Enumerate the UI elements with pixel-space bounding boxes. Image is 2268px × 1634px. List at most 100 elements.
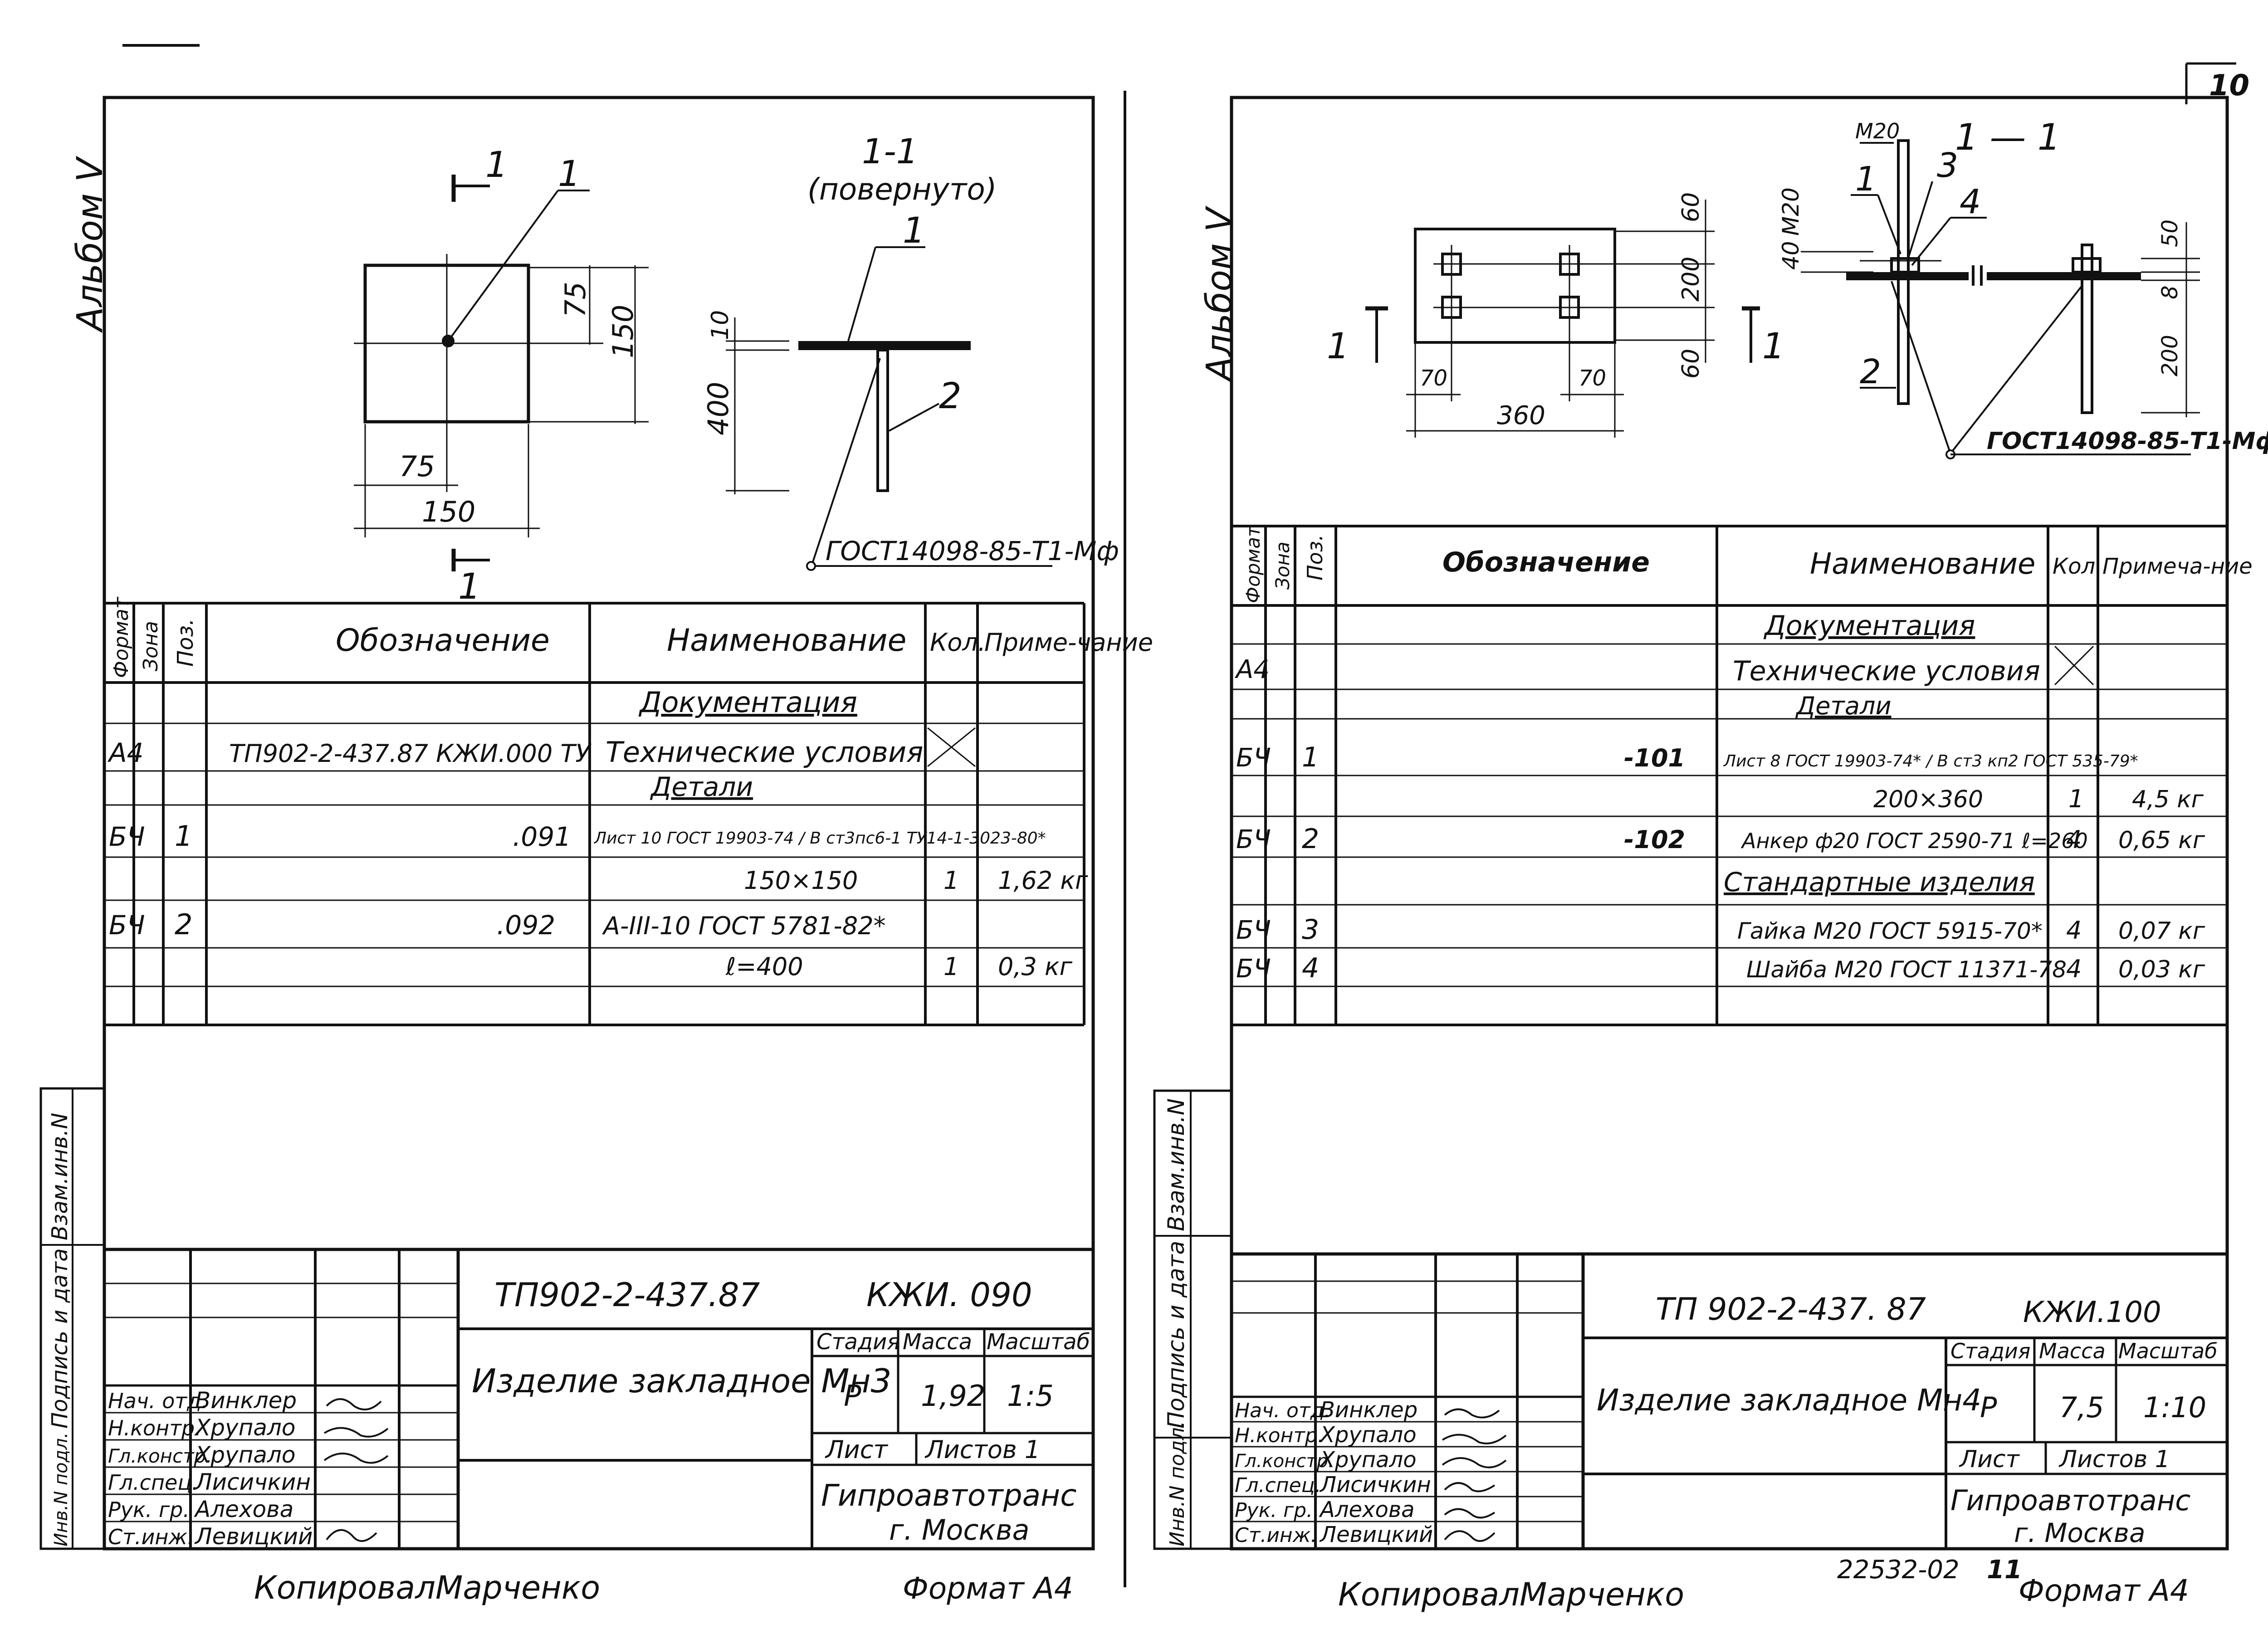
tb-city: г. Москва [889, 1513, 1030, 1546]
tb-doc: КЖИ.100 [2023, 1296, 2161, 1329]
tb-stage: Р [844, 1380, 861, 1413]
tb-org: Гипроавтотранс [821, 1478, 1076, 1513]
tb-mass: 1,92 [921, 1380, 986, 1413]
tb-stage-hdr: Стадия [1950, 1339, 2030, 1363]
tb-code: ТП 902-2-437. 87 [1656, 1292, 1926, 1327]
tb-doc: КЖИ. 090 [866, 1276, 1032, 1314]
row3-designation: .091 [513, 821, 571, 852]
row1-format: А4 [1235, 655, 1270, 684]
dim-bot: 60 [1677, 349, 1705, 379]
row2-name: Детали [650, 771, 753, 802]
tb-mass-hdr: Масса [903, 1329, 972, 1355]
signature [323, 1427, 389, 1438]
hdr-note: Примеча-ние [2102, 554, 2253, 579]
hdr-pos: Поз. [1303, 534, 1327, 580]
staff-role-1: Н.контр. [108, 1416, 201, 1440]
section-mark-top: 1 [485, 145, 508, 185]
bottom-num: 11 [1987, 1555, 2022, 1585]
signature [323, 1453, 389, 1464]
staff-role-2: Гл.констр. [1235, 1451, 1334, 1472]
row5-format: БЧ [109, 910, 145, 941]
signature [1444, 1508, 1496, 1519]
m20-top: М20 [1855, 119, 1900, 143]
staff-role-0: Нач. отд. [1235, 1399, 1330, 1422]
signature [1444, 1482, 1496, 1493]
row3-format: БЧ [1236, 743, 1271, 773]
nut-section [1890, 257, 1920, 273]
sheet-frame [1230, 96, 2229, 1551]
row3-pos: 1 [175, 819, 192, 853]
section-mark-right: 1 [1762, 326, 1785, 367]
row8-note: 0,03 кг [2118, 956, 2205, 983]
hdr-designation: Обозначение [1442, 546, 1650, 578]
dim-200: 200 [2157, 335, 2183, 376]
row8-qty: 4 [2066, 955, 2082, 983]
dim-40: 40 [1778, 241, 1804, 270]
pos2-callout: 2 [1860, 352, 1881, 391]
stamp-vzam: Взам.инв.N [47, 1113, 73, 1240]
dim-mid: 200 [1677, 257, 1705, 302]
signature [1444, 1408, 1500, 1419]
stamp-vzam: Взам.инв.N [1163, 1098, 1189, 1231]
anchor-rod [1897, 139, 1910, 405]
copied-label: Копировал [1338, 1576, 1520, 1613]
tb-scale: 1:5 [1007, 1380, 1054, 1413]
hdr-name: Наименование [1810, 547, 2035, 581]
tb-mass-hdr: Масса [2039, 1339, 2106, 1363]
tb-stage: Р [1980, 1391, 1997, 1424]
signature [1444, 1530, 1496, 1542]
gost-label: ГОСТ14098-85-Т1-Мф [1987, 428, 2268, 455]
row2-name: Детали [1795, 692, 1892, 720]
tb-name: Изделие закладное Мн3 [472, 1362, 891, 1400]
dim-plate-t: 10 [707, 310, 734, 340]
row1-name: Технические условия [1733, 655, 2040, 687]
staff-name-4: Алехова [1319, 1497, 1415, 1522]
hdr-pos: Поз. [173, 619, 198, 667]
row8-name: Шайба М20 ГОСТ 11371-78 [1746, 956, 2067, 983]
tb-scale: 1:10 [2143, 1391, 2206, 1424]
dim-anchor-len: 400 [702, 382, 735, 435]
row7-pos: 3 [1302, 914, 1319, 946]
row4-name: 200×360 [1873, 786, 1983, 813]
copied-label: Копировал [254, 1569, 435, 1606]
row4-note: 4,5 кг [2132, 786, 2204, 813]
staff-name-1: Хрупало [1319, 1422, 1417, 1448]
hdr-format: Формат [110, 596, 133, 678]
staff-role-1: Н.контр. [1235, 1424, 1324, 1447]
staff-name-3: Лисичкин [1319, 1472, 1431, 1497]
hdr-designation: Обозначение [336, 623, 550, 658]
spec-table: Формат Зона Поз. Обозначение Наименовани… [104, 596, 1153, 1026]
tb-sheets-hdr: Листов 1 [924, 1435, 1040, 1464]
row5-pos: 2 [175, 908, 192, 941]
row7-format: БЧ [1236, 916, 1271, 945]
album-label: Альбом V [1199, 205, 1240, 383]
dim-m20: М20 [1778, 187, 1804, 236]
section-subtitle: (повернуто) [807, 172, 997, 207]
copier-name: Марченко [1520, 1576, 1684, 1613]
leader-pos1 [447, 190, 559, 342]
row4-name: 150×150 [744, 866, 858, 895]
pos1-callout: 1 [1855, 160, 1877, 199]
row5-name: Анкер ф20 ГОСТ 2590-71 ℓ=260 [1740, 829, 2088, 853]
side-stamp: Взам.инв.N Подпись и дата Инв.N подл. [39, 1087, 106, 1550]
sheet-right: Альбом V 1 1 60 200 60 70 70 360 [1153, 96, 2268, 1613]
tb-scale-hdr: Масштаб [2118, 1339, 2218, 1363]
section-title: 1 — 1 [1955, 116, 2061, 158]
pos2-callout: 2 [939, 376, 962, 417]
signature [326, 1529, 377, 1542]
row0-name: Документация [638, 686, 857, 719]
staff-role-4: Рук. гр. [108, 1497, 190, 1522]
album-label: Альбом V [70, 156, 111, 333]
title-block: ТП 902-2-437. 87 КЖИ.100 Изделие закладн… [1232, 1252, 2227, 1549]
pos4-callout: 4 [1960, 182, 1981, 221]
staff-name-2: Хрупало [194, 1442, 295, 1468]
tb-code: ТП902-2-437.87 [494, 1276, 760, 1314]
pos1-callout: 1 [558, 154, 581, 195]
dim-h-half: 75 [559, 282, 592, 317]
row5-format: БЧ [1236, 825, 1271, 854]
row5-qty: 4 [2066, 825, 2082, 854]
title-block: ТП902-2-437.87 КЖИ. 090 Изделие закладно… [104, 1248, 1093, 1550]
dim-edge-r: 70 [1579, 366, 1606, 391]
row6-name: ℓ=400 [725, 952, 803, 981]
row5-pos: 2 [1302, 823, 1319, 855]
